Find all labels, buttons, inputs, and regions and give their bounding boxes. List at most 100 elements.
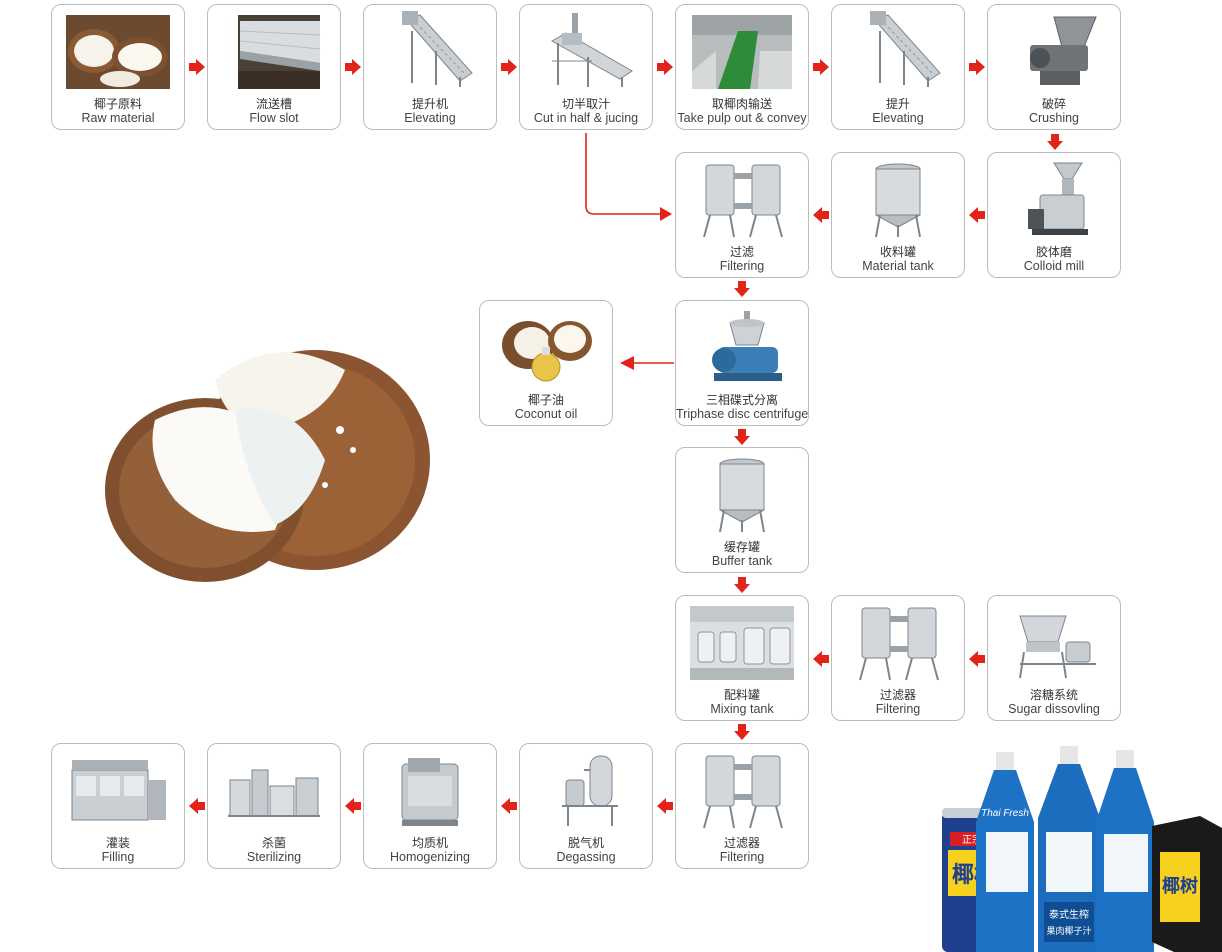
flow-arrow — [734, 577, 750, 593]
bottle — [1096, 750, 1154, 952]
step-label-zh: 过滤器 — [879, 688, 916, 702]
flow-arrow — [813, 207, 829, 223]
step-label-zh: 破碎 — [1041, 97, 1066, 111]
step-label-zh: 椰子油 — [527, 393, 564, 407]
step-filtering-1: 过滤 Filtering — [675, 152, 809, 278]
step-label-zh: 过滤 — [729, 245, 754, 259]
flow-arrow — [969, 651, 985, 667]
step-colloid-mill: 胶体磨 Colloid mill — [987, 152, 1121, 278]
step-label-zh: 过滤器 — [723, 836, 760, 850]
step-label-zh: 收料罐 — [879, 245, 916, 259]
step-sterilizing: 杀菌 Sterilizing — [207, 743, 341, 869]
step-material-tank: 收料罐 Material tank — [831, 152, 965, 278]
step-label-en: Elevating — [872, 111, 924, 125]
flow-arrow — [734, 281, 750, 297]
carton-brand-label: 椰树 — [1162, 875, 1198, 897]
step-filtering-2: 过滤器 Filtering — [831, 595, 965, 721]
step-mixing-tank: 配料罐 Mixing tank — [675, 595, 809, 721]
step-label-en: Raw material — [81, 111, 155, 125]
bottle-label-secondary: 果肉椰子汁 — [1046, 925, 1091, 937]
flow-arrow — [345, 798, 361, 814]
step-label-en: Cut in half & jucing — [533, 111, 639, 125]
flow-arrow — [1047, 134, 1063, 150]
tank-room-icon — [690, 606, 794, 680]
step-label-zh: 配料罐 — [723, 688, 760, 702]
bottle: 泰式生榨 果肉椰子汁 — [1038, 746, 1100, 952]
step-label-en: Filling — [101, 850, 135, 864]
step-label-zh: 提升机 — [411, 97, 448, 111]
step-degassing: 脱气机 Degassing — [519, 743, 653, 869]
step-homogenizing: 均质机 Homogenizing — [363, 743, 497, 869]
step-label-en: Crushing — [1028, 111, 1080, 125]
step-filtering-3: 过滤器 Filtering — [675, 743, 809, 869]
crusher-icon — [1030, 16, 1097, 85]
flow-arrow — [501, 59, 517, 75]
step-label-zh: 脱气机 — [567, 836, 604, 850]
flow-arrow — [734, 724, 750, 740]
flow-arrow — [501, 798, 517, 814]
juice-line-arrowhead — [660, 207, 672, 221]
step-label-zh: 灌装 — [105, 836, 130, 850]
step-label-zh: 提升 — [885, 97, 910, 111]
step-crushing: 破碎 Crushing — [987, 4, 1121, 130]
step-label-en: Coconut oil — [514, 407, 578, 421]
product-packaging-illustration: 正宗 椰树 Thai Fresh 泰式生榨 果肉椰子汁 椰树 — [942, 746, 1222, 952]
step-cut-juicing: 切半取汁 Cut in half & jucing — [519, 4, 653, 130]
oil-line-arrowhead — [620, 356, 634, 370]
inclined-conveyor-icon — [402, 11, 473, 87]
flow-arrow — [969, 207, 985, 223]
step-elevating-2: 提升 Elevating — [831, 4, 965, 130]
duplex-filter-icon — [703, 164, 783, 238]
steel-tank-icon — [719, 458, 765, 533]
duplex-filter-icon — [703, 755, 783, 829]
step-label-zh: 均质机 — [411, 836, 448, 850]
flume-channel-icon — [238, 15, 321, 89]
flow-arrow — [734, 429, 750, 445]
step-take-pulp: 取椰肉输送 Take pulp out & convey — [675, 4, 809, 130]
step-label-en: Sugar dissovling — [1008, 702, 1100, 716]
step-label-en: Degassing — [556, 850, 616, 864]
flow-arrow — [189, 798, 205, 814]
step-triphase-centrifuge: 三相碟式分离 Triphase disc centrifuge — [675, 300, 809, 426]
step-filling: 灌装 Filling — [51, 743, 185, 869]
bottle-label: 泰式生榨 — [1049, 908, 1089, 921]
flow-arrow — [813, 651, 829, 667]
step-label-en: Material tank — [862, 259, 934, 273]
step-label-en: Triphase disc centrifuge — [676, 407, 809, 421]
step-buffer-tank: 缓存罐 Buffer tank — [675, 447, 809, 573]
step-label-zh: 溶糖系统 — [1029, 688, 1078, 702]
step-flow-slot: 流送槽 Flow slot — [207, 4, 341, 130]
step-label-en: Filtering — [875, 702, 921, 716]
degasser-icon — [562, 755, 618, 826]
cutting-machine-icon — [550, 13, 633, 87]
step-raw-material: 椰子原料 Raw material — [51, 4, 185, 130]
flow-arrow — [657, 59, 673, 75]
juice-line — [585, 133, 662, 215]
flow-arrow — [657, 798, 673, 814]
step-label-en: Take pulp out & convey — [677, 111, 807, 125]
coconut-oil-icon — [502, 321, 592, 382]
step-elevating-1: 提升机 Elevating — [363, 4, 497, 130]
green-belt-conveyor-icon — [692, 15, 792, 89]
disc-centrifuge-icon — [712, 311, 782, 381]
step-label-zh: 杀菌 — [261, 836, 286, 850]
step-label-en: Flow slot — [249, 111, 299, 125]
step-label-zh: 取椰肉输送 — [711, 97, 772, 111]
step-label-zh: 切半取汁 — [561, 97, 610, 111]
step-label-zh: 缓存罐 — [723, 540, 760, 554]
step-label-zh: 胶体磨 — [1035, 245, 1072, 259]
coconut-splash-illustration — [105, 350, 430, 582]
bottle-brand-label: Thai Fresh — [981, 808, 1029, 819]
inclined-conveyor-icon — [870, 11, 941, 87]
step-label-en: Mixing tank — [710, 702, 774, 716]
step-label-en: Sterilizing — [246, 850, 302, 864]
flow-arrow — [969, 59, 985, 75]
step-label-zh: 流送槽 — [255, 97, 292, 111]
flow-arrow — [813, 59, 829, 75]
steel-tank-icon — [875, 163, 921, 238]
step-label-en: Homogenizing — [390, 850, 470, 864]
flow-arrow — [189, 59, 205, 75]
step-label-en: Elevating — [404, 111, 456, 125]
step-label-zh: 椰子原料 — [93, 97, 142, 111]
